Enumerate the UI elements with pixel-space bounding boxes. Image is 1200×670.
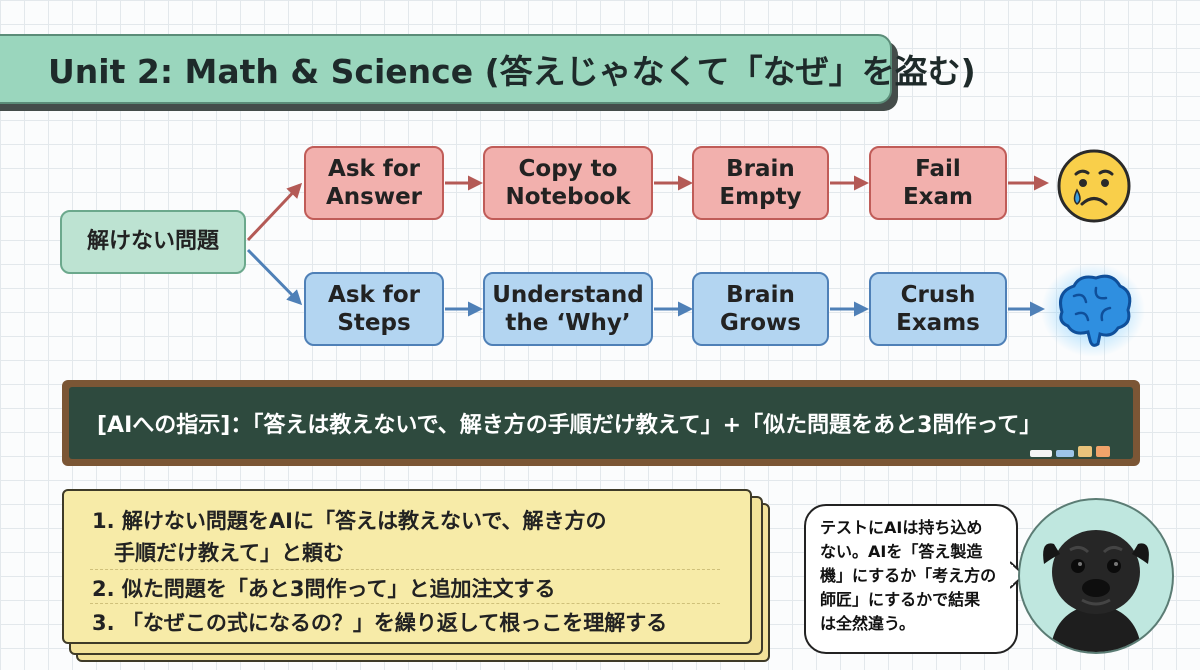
glowing-brain-icon (1041, 263, 1145, 357)
step-1-line-1: 1. 解けない問題をAIに「答えは教えないで、解き方の (92, 509, 607, 533)
step-1-line-2: 手順だけ教えて」と頼む (114, 541, 344, 565)
chalk-blue (1056, 450, 1074, 457)
branch-arrow-good (246, 248, 303, 306)
bad-step-ask-for-answer: Ask for Answer (304, 146, 444, 220)
title-banner: Unit 2: Math & Science (答えじゃなくて「なぜ」を盗む) (0, 34, 976, 104)
good-step-crush-exams: Crush Exams (869, 272, 1007, 346)
chalk-white (1030, 450, 1052, 457)
chalk-orange (1096, 446, 1110, 457)
speech-line-2: ない。AIを「答え製造 (820, 542, 983, 561)
bad-step-brain-empty: Brain Empty (692, 146, 829, 220)
ai-instruction-text: [AIへの指示]：「答えは教えないで、解き方の手順だけ教えて」+「似た問題をあと… (97, 413, 1042, 438)
good-step-understand-why: Understand the ‘Why’ (483, 272, 653, 346)
avatar (1018, 498, 1174, 654)
speech-bubble: テストにAIは持ち込め ない。AIを「答え製造 機」にするか「考え方の 師匠」に… (804, 504, 1018, 654)
branch-arrow-bad (246, 182, 303, 242)
divider (90, 603, 720, 604)
good-step-ask-for-steps: Ask for Steps (304, 272, 444, 346)
good-step-brain-grows: Brain Grows (692, 272, 829, 346)
speech-line-3: 機」にするか「考え方の (820, 566, 997, 585)
divider (90, 569, 720, 570)
step-3: 3. 「なぜこの式になるの？」を繰り返して根っこを理解する (92, 611, 668, 635)
pug-dog-icon (1043, 530, 1149, 652)
sad-face-icon (1057, 149, 1131, 223)
bad-step-copy-to-notebook: Copy to Notebook (483, 146, 653, 220)
eraser (1078, 446, 1092, 457)
steps-note: 1. 解けない問題をAIに「答えは教えないで、解き方の 手順だけ教えて」と頼む … (62, 489, 752, 644)
page-title: Unit 2: Math & Science (答えじゃなくて「なぜ」を盗む) (48, 52, 976, 91)
start-node: 解けない問題 (60, 210, 246, 274)
bad-step-fail-exam: Fail Exam (869, 146, 1007, 220)
speech-line-4: 師匠」にするかで結果 (820, 590, 981, 609)
step-2: 2. 似た問題を「あと3問作って」と追加注文する (92, 577, 556, 601)
speech-line-5: は全然違う。 (820, 614, 916, 633)
chalkboard: [AIへの指示]：「答えは教えないで、解き方の手順だけ教えて」+「似た問題をあと… (62, 380, 1140, 466)
speech-line-1: テストにAIは持ち込め (820, 518, 983, 537)
